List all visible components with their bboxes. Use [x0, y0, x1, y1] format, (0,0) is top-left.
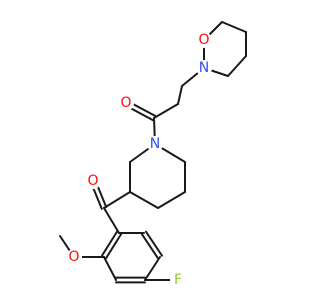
atom-background-ketone_o — [85, 173, 101, 189]
bond-a4-a5 — [144, 256, 161, 281]
atom-background-amide_o — [118, 95, 134, 111]
atom-label-methoxy_o: O — [68, 249, 79, 265]
atom-background-methoxy_o — [66, 249, 82, 265]
bond-c_n1-c_o1 — [221, 21, 247, 33]
bond-ch2b-c_amide — [153, 103, 179, 119]
atom-background-pip_n — [147, 136, 163, 152]
bond-p_c4-c_ket — [103, 191, 131, 209]
bond-a2-a3 — [103, 256, 117, 281]
bonds-layer — [59, 21, 247, 284]
bond-p_c3-p_c4 — [129, 191, 159, 209]
atom-label-ring_o: O — [198, 32, 209, 48]
atom-background-ring_o — [196, 32, 212, 48]
atom-label-ring_n: N — [199, 60, 209, 76]
atom-background-ring_n — [196, 60, 212, 76]
bond-a5-a6-double-a — [144, 230, 163, 257]
atom-label-pip_n: N — [150, 136, 160, 152]
bond-p_c2b-p_c3 — [157, 191, 186, 209]
atom-label-amide_o: O — [120, 95, 131, 111]
bond-a1-a2-double-a — [100, 230, 118, 257]
atom-label-ketone_o: O — [87, 173, 98, 189]
atom-label-fluorine: F — [174, 272, 182, 288]
bond-c_o2-c_o3 — [227, 55, 247, 77]
bond-ch2a-ch2b — [177, 85, 183, 105]
atom-background-fluorine — [170, 272, 186, 288]
bond-c_ket-a1 — [103, 207, 120, 234]
bond-a1-a2-double-b — [105, 233, 123, 260]
bond-a5-a6-double-b — [141, 233, 160, 260]
